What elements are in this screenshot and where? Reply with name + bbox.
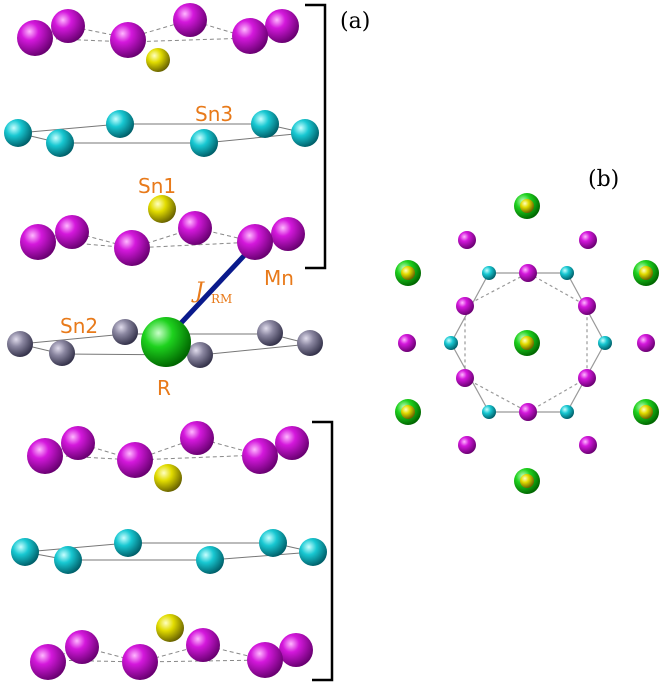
label-j: J — [191, 279, 205, 304]
bracket-upper — [305, 3, 327, 270]
sn3-atom — [54, 546, 82, 574]
mn-atom — [55, 215, 89, 249]
mn-atom — [232, 18, 268, 54]
mn-atom — [242, 438, 278, 474]
mn-atom — [51, 9, 85, 43]
mn-atom — [458, 436, 476, 454]
sn3-atom — [251, 110, 279, 138]
mn-atom — [456, 369, 474, 387]
mn-atom — [65, 630, 99, 664]
sn1-atom — [148, 195, 176, 223]
label-j-sub: RM — [211, 292, 232, 306]
mn-atom — [271, 217, 305, 251]
label-sn2: Sn2 — [60, 314, 98, 338]
sn3-atom — [11, 538, 39, 566]
mn-atom — [637, 334, 655, 352]
sn1-atom — [639, 266, 653, 280]
sn3-atom — [106, 110, 134, 138]
sn1-atom — [156, 614, 184, 642]
sn2-atom — [112, 319, 138, 345]
mn-atom — [30, 644, 66, 680]
mn-atom — [178, 211, 212, 245]
sn3-atom — [291, 119, 319, 147]
bracket-lower — [312, 420, 334, 682]
sn3-atom — [259, 529, 287, 557]
sn1-atom — [639, 405, 653, 419]
mn-atom — [117, 442, 153, 478]
mn-atom — [237, 224, 273, 260]
sn3-atom — [196, 546, 224, 574]
mn-atom — [61, 426, 95, 460]
sn3-atom — [4, 119, 32, 147]
label-r: R — [157, 376, 171, 400]
panel-label-a: (a) — [340, 9, 370, 34]
sn2-atom — [7, 331, 33, 357]
mn-atom — [456, 297, 474, 315]
sn2-atom — [187, 342, 213, 368]
mn-atom — [458, 231, 476, 249]
sn1-atom — [146, 48, 170, 72]
sn3-atom — [560, 405, 574, 419]
mn-atom — [173, 3, 207, 37]
mn-atom — [398, 334, 416, 352]
sn2-atom — [49, 340, 75, 366]
sn2-atom — [257, 320, 283, 346]
mn-atom — [114, 230, 150, 266]
label-sn3: Sn3 — [195, 102, 233, 126]
sn3-atom — [190, 129, 218, 157]
mn-atom — [275, 426, 309, 460]
sn3-atom — [560, 266, 574, 280]
r-atom — [141, 317, 191, 367]
label-mn: Mn — [264, 266, 294, 290]
sn2-atom — [297, 330, 323, 356]
mn-atom — [27, 438, 63, 474]
sn1-atom — [401, 266, 415, 280]
sn3-atom — [299, 538, 327, 566]
sn1-atom — [520, 199, 534, 213]
sn1-atom — [154, 464, 182, 492]
jrm-bond — [165, 242, 257, 340]
mn-atom — [180, 421, 214, 455]
sn3-atom — [444, 336, 458, 350]
mn-atom — [20, 224, 56, 260]
sn1-atom — [520, 474, 534, 488]
mn-atom — [186, 628, 220, 662]
sn1-atom — [520, 336, 534, 350]
mn-atom — [122, 644, 158, 680]
mn-atom — [578, 297, 596, 315]
label-sn1: Sn1 — [138, 174, 176, 198]
panel-label-b: (b) — [588, 167, 619, 192]
sn3-atom — [598, 336, 612, 350]
mn-atom — [579, 231, 597, 249]
sn3-atom — [114, 529, 142, 557]
sn3-atom — [482, 405, 496, 419]
mn-atom — [578, 369, 596, 387]
mn-atom — [110, 22, 146, 58]
mn-atom — [579, 436, 597, 454]
atoms-panel-a — [4, 3, 327, 680]
sn1-atom — [401, 405, 415, 419]
mn-atom — [265, 9, 299, 43]
mn-atom — [279, 633, 313, 667]
sn3-atom — [482, 266, 496, 280]
atoms-panel-b — [395, 193, 659, 494]
mn-atom — [519, 264, 537, 282]
sn3-atom — [46, 129, 74, 157]
mn-atom — [17, 20, 53, 56]
mn-atom — [247, 642, 283, 678]
mn-atom — [519, 403, 537, 421]
